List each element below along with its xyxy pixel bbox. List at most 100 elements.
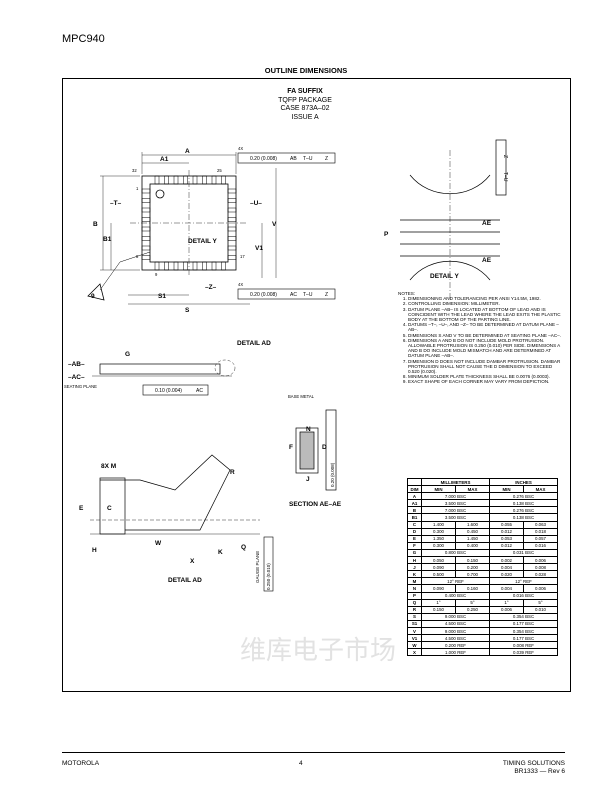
table-cell: 0.354 BSC [489, 626, 558, 636]
seating-plane-label: SEATING PLANE [64, 384, 97, 389]
table-cell: 0.800 BSC [421, 548, 490, 558]
table-cell: 0.006 [523, 556, 558, 565]
table-cell: 0.250 [455, 605, 490, 614]
base-metal-label: BASE METAL [288, 394, 315, 399]
tol-top-datum2: T–U [303, 156, 313, 162]
note-item: DATUMS –T–, –U–, AND –Z– TO BE DETERMINE… [408, 322, 564, 332]
table-cell: 0.276 BSC [489, 506, 558, 515]
lead [192, 261, 198, 271]
section-ae-view [295, 409, 337, 491]
tol-bottom-value: 0.20 (0.008) [250, 292, 277, 298]
table-cell: V [407, 626, 422, 636]
header-blank [407, 477, 422, 487]
pin-8-label: 8 [136, 254, 139, 259]
table-cell: 1.000 REF [421, 648, 490, 657]
section-ae-top: AE [482, 220, 492, 227]
table-cell: J [407, 563, 422, 572]
table-cell: 1° [489, 598, 524, 607]
table-cell: 4.500 BSC [421, 619, 490, 628]
dim-j: J [306, 476, 310, 483]
table-cell: E [407, 534, 422, 543]
table-cell: 7.000 BSC [421, 492, 490, 501]
lead [227, 217, 237, 222]
lead [141, 217, 151, 222]
dim-p: P [384, 231, 389, 238]
dim-f: F [289, 444, 293, 451]
table-cell: 1° [421, 598, 456, 607]
table-cell: 0.010 [523, 605, 558, 614]
detail-y-view [400, 139, 507, 300]
pin-1-label: 1 [136, 186, 139, 191]
header-millimeters: MILLIMETERS [421, 477, 490, 487]
table-cell: M [407, 577, 422, 586]
table-cell: 3.500 BSC [421, 513, 490, 522]
table-cell: S1 [407, 619, 422, 628]
note-item: EXACT SHAPE OF EACH CORNER MAY VARY FROM… [408, 379, 564, 384]
dim-x: X [190, 558, 195, 565]
footer-rule [62, 752, 565, 753]
detail-y-callout: DETAIL Y [188, 238, 218, 245]
dim-a: A [185, 148, 190, 155]
table-cell: X [407, 648, 422, 657]
lead [211, 261, 217, 271]
dim-b: B [93, 221, 98, 228]
lead [141, 226, 151, 232]
lead [154, 261, 160, 271]
footer-product: TIMING SOLUTIONS [502, 760, 565, 767]
table-cell: 9.000 BSC [421, 612, 490, 621]
header-mm-max: MAX [455, 485, 490, 494]
4x-label-bottom: 4X [238, 282, 243, 287]
table-cell: H [407, 556, 422, 565]
dim-d: D [322, 444, 327, 451]
dim-v1: V1 [255, 245, 263, 252]
gauge-value-frame [263, 536, 274, 592]
tol-bottom-datum2: T–U [303, 292, 313, 298]
table-cell: 0.004 [489, 563, 524, 572]
table-cell: 0.050 [421, 556, 456, 565]
lead [173, 261, 179, 271]
section-title: OUTLINE DIMENSIONS [264, 66, 348, 75]
table-cell: 1.350 [421, 534, 456, 543]
table-cell: 0.300 [421, 527, 456, 536]
header-inches: INCHES [489, 477, 558, 487]
drawing-frame [62, 78, 571, 692]
table-cell: D [407, 527, 422, 536]
tol-seating-value: 0.10 (0.004) [155, 388, 182, 394]
gauge-plane-value-box: 0.250 (0.010) [266, 563, 271, 590]
gauge-plane-label: GAUGE PLANE [255, 551, 260, 583]
dim-s1: S1 [158, 293, 166, 300]
table-cell: 5° [455, 598, 490, 607]
lead [227, 236, 237, 241]
table-cell: 0.008 REF [489, 641, 558, 650]
detail-y-title: DETAIL Y [430, 273, 460, 280]
table-cell: 0.700 [455, 570, 490, 579]
note-item: DIMENSION D DOES NOT INCLUDE DAMBAR PROT… [408, 359, 564, 375]
table-cell: 1.450 [455, 534, 490, 543]
lead [141, 255, 151, 260]
note-item: DIMENSIONING AND TOLERANCING PER ANSI Y1… [408, 296, 564, 301]
table-cell: A [407, 492, 422, 501]
lead [227, 245, 237, 251]
pin-32-label: 32 [132, 168, 137, 173]
tol-top-datum1: AB [290, 156, 297, 162]
header-in-max: MAX [523, 485, 558, 494]
4x-label-top: 4X [238, 146, 243, 151]
watermark: 维库电子市场 [240, 636, 397, 666]
dim-a1: A1 [160, 156, 169, 163]
table-cell: 7.000 BSC [421, 506, 490, 515]
lead [183, 175, 188, 185]
lead [227, 188, 237, 194]
table-cell: 0.016 [523, 541, 558, 550]
pin-25-label: 25 [217, 168, 222, 173]
